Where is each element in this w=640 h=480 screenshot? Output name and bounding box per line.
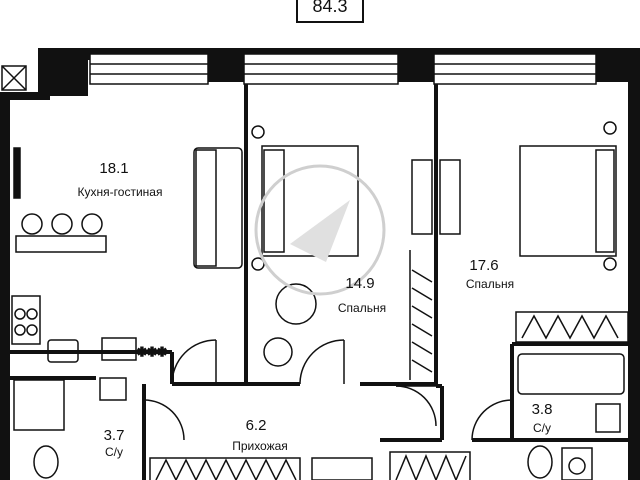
total-area-value: 84.3 (312, 0, 347, 16)
kitchen-furniture: ✱✱✱ (11, 147, 243, 363)
bedroom1-name: Спальня (338, 301, 386, 315)
door-swings (143, 339, 513, 441)
bath1-name: С/у (105, 445, 123, 459)
bedroom2-furniture (439, 121, 629, 343)
bathroom-fixtures (13, 353, 625, 480)
hall-wardrobes (149, 451, 471, 480)
total-area-box: 84.3 (296, 0, 364, 23)
bedroom1-area: 14.9 (345, 275, 374, 292)
bath2-area: 3.8 (532, 401, 553, 418)
windows (89, 53, 597, 85)
hall-area: 6.2 (246, 417, 267, 434)
watermark-logo (254, 164, 386, 296)
bath1-area: 3.7 (104, 427, 125, 444)
room-labels: 18.1 Кухня-гостиная 14.9 Спальня 17.6 Сп… (78, 160, 553, 459)
bath2-name: С/у (533, 421, 551, 435)
kitchen-area: 18.1 (99, 160, 128, 177)
bedroom1-furniture (251, 125, 433, 380)
door-symbol-left (1, 65, 27, 91)
hall-name: Прихожая (232, 439, 288, 453)
svg-text:✱✱✱: ✱✱✱ (137, 345, 167, 359)
bedroom2-area: 17.6 (469, 257, 498, 274)
bedroom2-name: Спальня (466, 277, 514, 291)
kitchen-name: Кухня-гостиная (78, 185, 163, 199)
interior-walls (10, 84, 628, 480)
